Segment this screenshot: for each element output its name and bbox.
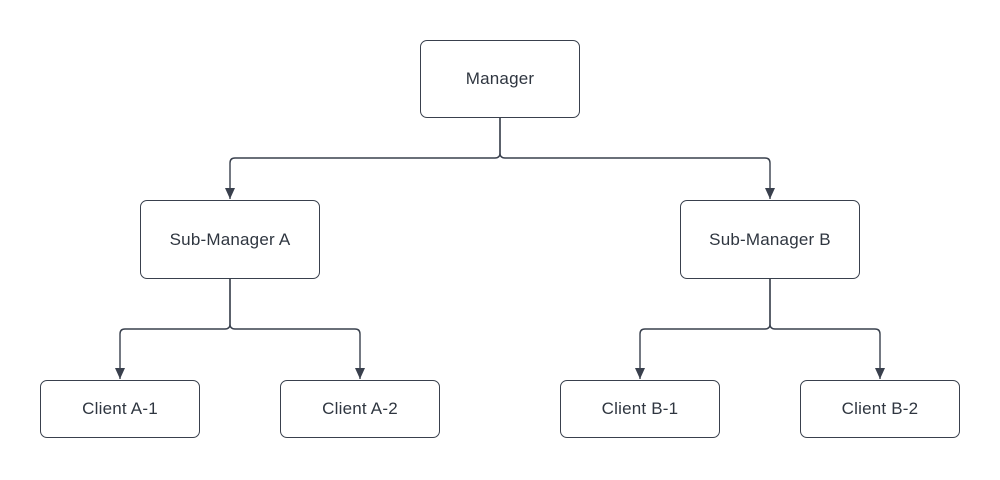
node-client-b-1[interactable]: Client B-1: [560, 380, 720, 438]
node-manager[interactable]: Manager: [420, 40, 580, 118]
edge-sub-manager-a-to-client-a-1: [115, 279, 231, 379]
node-client-a-1[interactable]: Client A-1: [40, 380, 200, 438]
node-client-b-2-label: Client B-2: [841, 399, 919, 418]
node-sub-manager-a[interactable]: Sub-Manager A: [140, 200, 320, 279]
edge-sub-manager-a-to-client-a-2: [229, 279, 365, 379]
node-sub-manager-b[interactable]: Sub-Manager B: [680, 200, 860, 279]
node-client-a-2-label: Client A-2: [322, 399, 398, 418]
node-manager-label: Manager: [465, 69, 535, 88]
edge-manager-to-sub-manager-b: [499, 118, 775, 199]
node-client-a-1-label: Client A-1: [82, 399, 158, 418]
node-client-b-2[interactable]: Client B-2: [800, 380, 960, 438]
node-sub-manager-a-label: Sub-Manager A: [169, 229, 291, 249]
edge-manager-to-sub-manager-a: [225, 118, 501, 199]
node-sub-manager-b-label: Sub-Manager B: [709, 229, 831, 249]
edge-sub-manager-b-to-client-b-1: [635, 279, 771, 379]
edge-sub-manager-b-to-client-b-2: [769, 279, 885, 379]
node-client-a-2[interactable]: Client A-2: [280, 380, 440, 438]
node-client-b-1-label: Client B-1: [601, 399, 679, 418]
